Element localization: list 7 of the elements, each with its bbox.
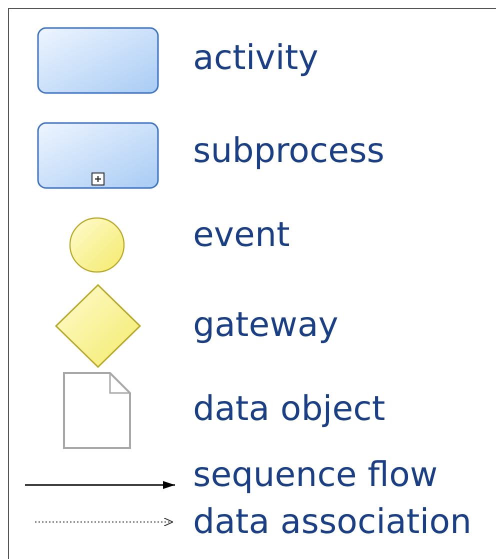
legend-label: sequence flow: [193, 455, 438, 495]
legend-label: event: [193, 215, 290, 255]
legend-label: data association: [193, 502, 472, 542]
legend-label: data object: [193, 389, 386, 429]
legend-label: activity: [193, 38, 318, 78]
legend-label: gateway: [193, 305, 338, 345]
legend-label: subprocess: [193, 131, 384, 171]
